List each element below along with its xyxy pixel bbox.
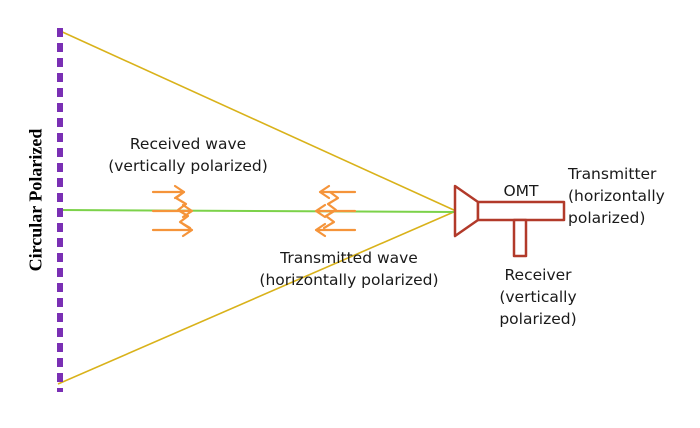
omt-feed-horn (453, 184, 566, 258)
beam-edge-bottom (57, 210, 457, 385)
transmitted-wave-line2: (horizontally polarized) (259, 271, 439, 289)
receiver-port (512, 218, 528, 258)
beam-axis (59, 209, 457, 213)
transmitted-wave-arrows (314, 184, 357, 238)
omt-label: OMT (503, 182, 539, 200)
transmitter-line1: Transmitter (568, 165, 657, 183)
receiver-label: Receiver (vertically polarized) (486, 264, 590, 330)
omt-body (476, 200, 566, 222)
receiver-line3: polarized) (499, 310, 577, 328)
received-wave-line2: (vertically polarized) (108, 157, 268, 175)
transmitted-wave-line1: Transmitted wave (280, 249, 418, 267)
transmitter-label: Transmitter (horizontally polarized) (568, 163, 693, 229)
transmitter-line3: polarized) (568, 209, 646, 227)
transmitter-line2: (horizontally (568, 187, 665, 205)
receiver-line2: (vertically (499, 288, 577, 306)
receiver-line1: Receiver (504, 266, 572, 284)
received-wave-line1: Received wave (129, 135, 247, 153)
transmitted-wave-label: Transmitted wave (horizontally polarized… (242, 247, 456, 291)
received-wave-arrows (151, 184, 194, 238)
reflector-label: Circular Polarized (25, 128, 46, 272)
beam-edge-top (57, 29, 457, 212)
received-wave-label: Received wave (vertically polarized) (88, 133, 288, 177)
horn-flare (453, 184, 480, 238)
